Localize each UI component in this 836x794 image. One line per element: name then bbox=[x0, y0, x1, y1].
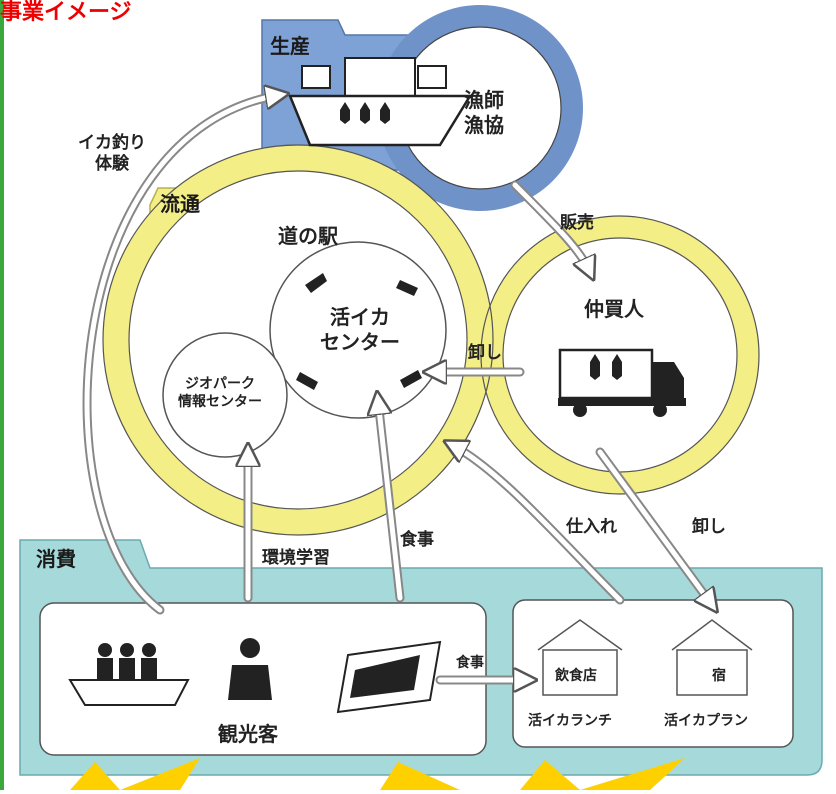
flow-arrows-fill bbox=[84, 95, 712, 680]
tour-boat-icon bbox=[68, 643, 190, 706]
fishing-experience-label: イカ釣り 体験 bbox=[78, 133, 146, 176]
lunch-label: 活イカランチ bbox=[528, 713, 612, 729]
restaurant-label: 飲食店 bbox=[555, 668, 597, 684]
fishermen-line2: 漁協 bbox=[464, 113, 504, 137]
roadside-outer-edge bbox=[102, 144, 494, 536]
geopark-line2: 情報センター bbox=[178, 393, 262, 410]
geopark-line1: ジオパーク bbox=[185, 376, 255, 392]
squid-dish-icon bbox=[336, 640, 442, 714]
broker-outer-edge bbox=[480, 215, 760, 495]
sales-label: 販売 bbox=[560, 213, 594, 233]
bottom-glow bbox=[70, 758, 685, 790]
fishing-boat-icon bbox=[288, 57, 473, 147]
meal-label-1: 食事 bbox=[400, 530, 434, 550]
fishermen-line1: 漁師 bbox=[464, 88, 504, 112]
squid-center-label: 活イカ センター bbox=[320, 305, 400, 355]
roadside-inner-edge bbox=[128, 170, 468, 510]
truck-icon bbox=[558, 348, 686, 417]
env-learning-label: 環境学習 bbox=[262, 548, 330, 568]
unload-label-2: 卸し bbox=[692, 517, 726, 537]
left-border bbox=[0, 0, 4, 790]
geopark-label: ジオパーク 情報センター bbox=[178, 376, 262, 411]
fishing-line2: 体験 bbox=[95, 154, 129, 175]
unload-label-1: 卸し bbox=[468, 343, 502, 363]
center-line1: 活イカ bbox=[330, 305, 390, 329]
reading-person-icon bbox=[228, 638, 272, 700]
distribution-label: 流通 bbox=[160, 192, 200, 216]
production-label: 生産 bbox=[270, 34, 310, 58]
fishing-line1: イカ釣り bbox=[78, 133, 146, 153]
broker-label: 仲買人 bbox=[584, 297, 644, 321]
inn-house-icon bbox=[671, 619, 753, 696]
plan-label: 活イカプラン bbox=[664, 713, 748, 729]
fishermen-label: 漁師 漁協 bbox=[464, 88, 504, 138]
squid-icons bbox=[296, 273, 422, 390]
tourists-label: 観光客 bbox=[218, 722, 278, 746]
page-title: 事業イメージ bbox=[0, 0, 132, 25]
meal-label-2: 食事 bbox=[456, 655, 484, 671]
inn-label: 宿 bbox=[712, 668, 726, 684]
center-line2: センター bbox=[320, 330, 400, 354]
procurement-label: 仕入れ bbox=[566, 517, 617, 537]
geopark-circle bbox=[162, 332, 288, 458]
restaurant-house-icon bbox=[537, 619, 623, 696]
consumption-label: 消費 bbox=[36, 547, 76, 571]
distribution-ring-left bbox=[103, 145, 493, 535]
roadside-station-label: 道の駅 bbox=[278, 224, 338, 248]
